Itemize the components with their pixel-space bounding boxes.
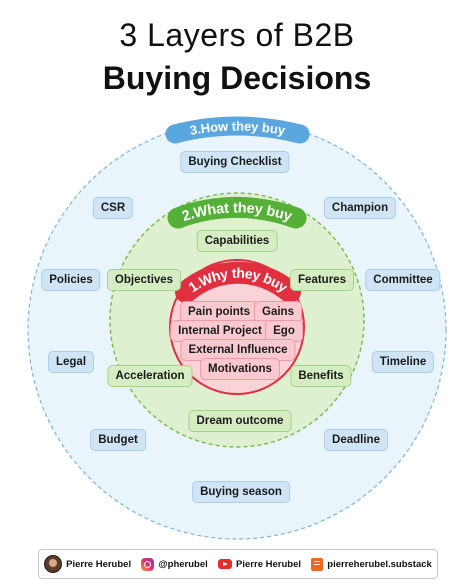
middle-item-acceleration: Acceleration <box>107 365 193 387</box>
outer-item-timeline: Timeline <box>371 351 435 373</box>
outer-item-legal: Legal <box>47 351 95 373</box>
outer-banner <box>165 116 310 144</box>
footer-instagram[interactable]: @pherubel <box>141 557 208 571</box>
inner-item-pain-points: Pain points <box>180 301 258 323</box>
inner-item-internal-project: Internal Project <box>170 320 270 342</box>
outer-item-budget: Budget <box>90 429 146 451</box>
outer-item-policies: Policies <box>41 269 101 291</box>
title-line-1: 3 Layers of B2B <box>119 17 355 53</box>
inner-item-external-influence: External Influence <box>180 339 296 361</box>
outer-item-deadline: Deadline <box>324 429 388 451</box>
outer-item-csr: CSR <box>92 197 134 219</box>
avatar <box>44 555 63 573</box>
middle-item-objectives: Objectives <box>106 269 182 291</box>
outer-item-buying-season: Buying season <box>192 481 290 503</box>
footer-bar: Pierre Herubel @pherubel Pierre Herubel … <box>38 549 438 579</box>
footer-substack[interactable]: pierreherubel.substack <box>311 557 432 571</box>
outer-item-buying-checklist: Buying Checklist <box>180 151 290 173</box>
youtube-icon <box>218 559 233 569</box>
footer-instagram-handle: @pherubel <box>158 558 208 570</box>
title-line-2: Buying Decisions <box>102 60 372 96</box>
inner-item-gains: Gains <box>254 301 302 323</box>
middle-item-benefits: Benefits <box>290 365 352 387</box>
middle-item-dream-outcome: Dream outcome <box>188 410 292 432</box>
substack-icon <box>311 557 324 571</box>
footer-substack-url: pierreherubel.substack <box>327 558 432 570</box>
footer-author-name: Pierre Herubel <box>66 558 132 570</box>
inner-item-motivations: Motivations <box>200 358 280 380</box>
instagram-icon <box>141 557 155 571</box>
footer-youtube[interactable]: Pierre Herubel <box>218 559 301 570</box>
middle-item-capabilities: Capabilities <box>196 230 278 252</box>
inner-banner <box>175 261 301 303</box>
outer-item-champion: Champion <box>323 197 397 219</box>
footer-youtube-name: Pierre Herubel <box>236 558 301 570</box>
footer-author[interactable]: Pierre Herubel <box>44 555 131 573</box>
middle-banner <box>167 196 307 229</box>
outer-item-committee: Committee <box>365 269 441 291</box>
middle-item-features: Features <box>290 269 354 291</box>
